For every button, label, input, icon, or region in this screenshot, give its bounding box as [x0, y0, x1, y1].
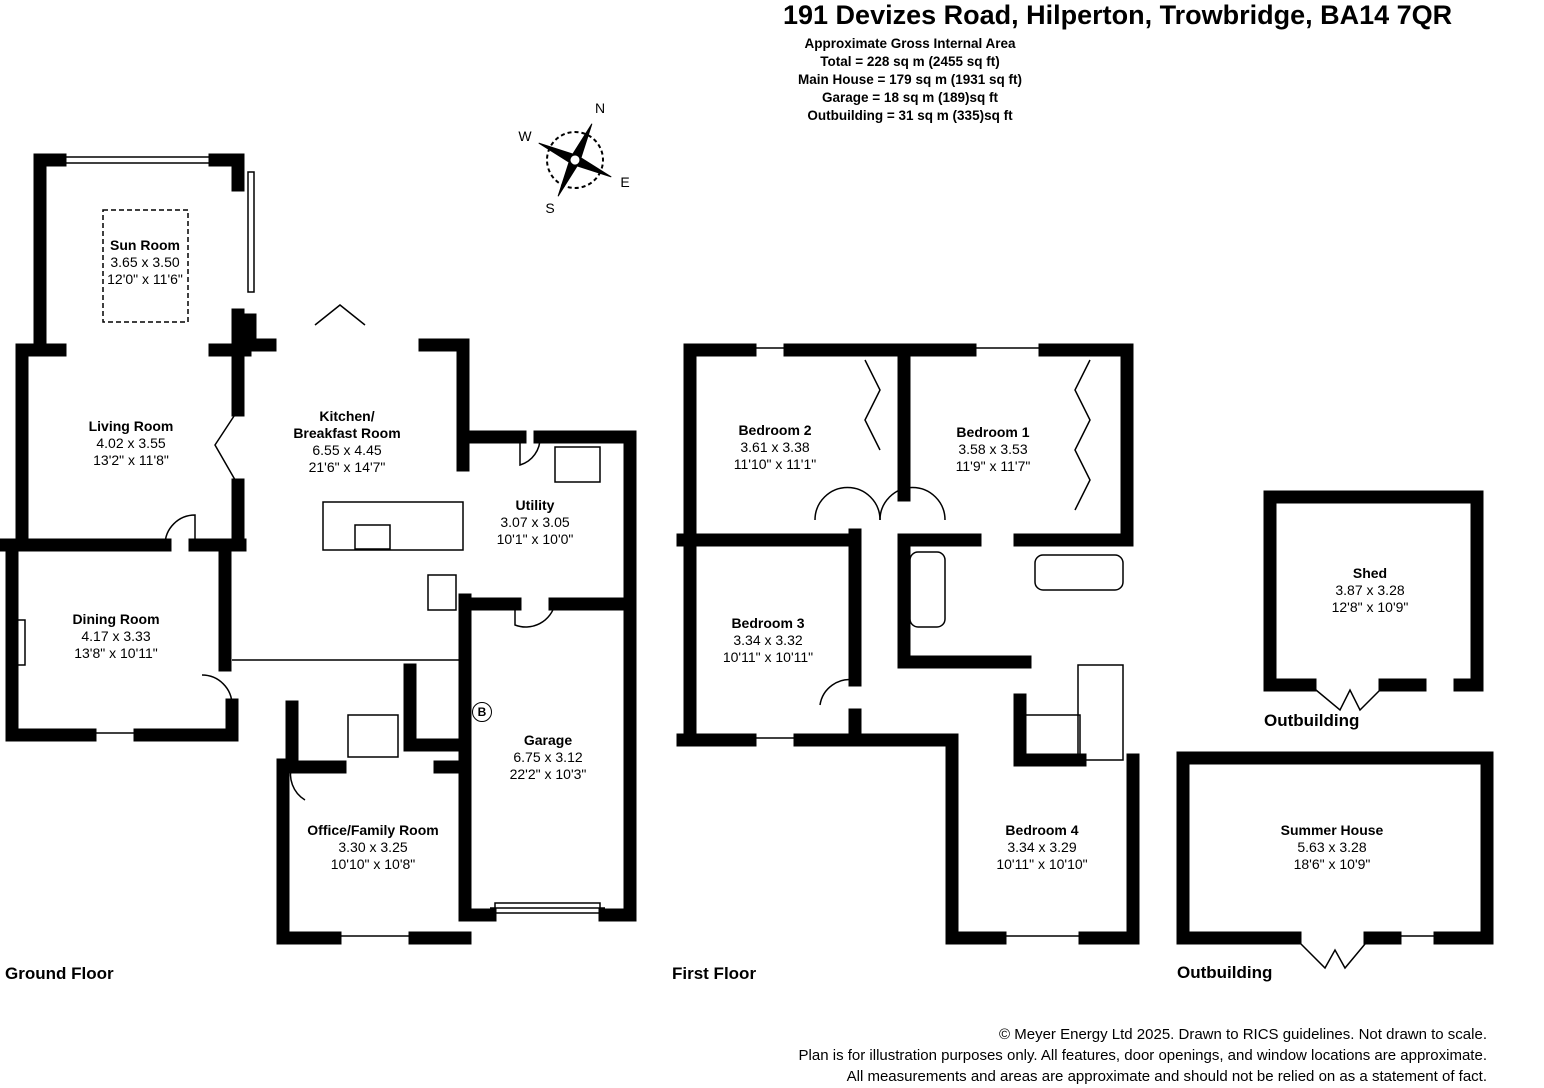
- copyright-line: © Meyer Energy Ltd 2025. Drawn to RICS g…: [999, 1026, 1487, 1043]
- room-name: Utility: [515, 497, 555, 513]
- area-heading: Approximate Gross Internal Area: [804, 36, 1016, 51]
- room-metric: 6.55 x 4.45: [312, 442, 382, 458]
- compass-w-label: W: [518, 128, 532, 144]
- room-imperial: 11'10" x 11'1": [733, 456, 817, 472]
- room-name: Living Room: [88, 418, 174, 434]
- room-name: Dining Room: [72, 611, 160, 627]
- first-floor-walls: [676, 343, 1140, 945]
- room-metric: 3.61 x 3.38: [740, 439, 810, 455]
- room-metric: 3.58 x 3.53: [958, 441, 1028, 457]
- room-metric: 3.07 x 3.05: [500, 514, 570, 530]
- room-name: Bedroom 4: [1005, 822, 1079, 838]
- room-name: Bedroom 3: [731, 615, 805, 631]
- room-name: Bedroom 2: [738, 422, 812, 438]
- room-name: Sun Room: [110, 237, 180, 253]
- ground-floor-label: Ground Floor: [5, 964, 114, 983]
- outbuilding-walls: [1176, 490, 1494, 945]
- disclaimer: © Meyer Energy Ltd 2025. Drawn to RICS g…: [799, 1024, 1487, 1087]
- room-metric: 3.30 x 3.25: [338, 839, 408, 855]
- disclaimer-line: Plan is for illustration purposes only. …: [798, 1047, 1487, 1064]
- boiler-marker: B: [472, 702, 492, 722]
- room-name: Summer House: [1280, 822, 1384, 838]
- room-imperial: 21'6" x 14'7": [308, 459, 386, 475]
- room-name: Breakfast Room: [293, 425, 401, 441]
- room-metric: 5.63 x 3.28: [1297, 839, 1367, 855]
- first-floor-thin-lines: [750, 347, 1124, 937]
- room-metric: 4.02 x 3.55: [96, 435, 166, 451]
- property-address: 191 Devizes Road, Hilperton, Trowbridge,…: [783, 0, 1453, 30]
- room-metric: 3.87 x 3.28: [1335, 582, 1405, 598]
- room-imperial: 13'2" x 11'8": [93, 452, 169, 468]
- outbuilding-summer-house-label: Outbuilding: [1177, 963, 1273, 982]
- disclaimer-line: All measurements and areas are approxima…: [846, 1068, 1487, 1085]
- first-floor-label: First Floor: [672, 964, 757, 983]
- area-total: Total = 228 sq m (2455 sq ft): [820, 54, 1000, 69]
- compass-s-label: S: [545, 200, 555, 216]
- area-summary: Approximate Gross Internal Area Total = …: [798, 35, 1022, 125]
- room-imperial: 22'2" x 10'3": [509, 766, 587, 782]
- room-name: Garage: [523, 732, 573, 748]
- room-imperial: 12'8" x 10'9": [1331, 599, 1409, 615]
- room-imperial: 10'11" x 10'11": [722, 649, 814, 665]
- room-imperial: 13'8" x 10'11": [74, 645, 158, 661]
- room-imperial: 10'1" x 10'0": [496, 531, 574, 547]
- ground-floor-thin-lines: [9, 156, 605, 937]
- outbuilding-shed-label: Outbuilding: [1264, 711, 1360, 730]
- area-outbuilding: Outbuilding = 31 sq m (335)sq ft: [807, 108, 1013, 123]
- room-name: Shed: [1352, 565, 1388, 581]
- area-garage: Garage = 18 sq m (189)sq ft: [822, 90, 998, 105]
- room-metric: 3.65 x 3.50: [110, 254, 180, 270]
- room-imperial: 11'9" x 11'7": [955, 458, 1031, 474]
- room-metric: 3.34 x 3.32: [733, 632, 803, 648]
- compass-n-label: N: [594, 100, 606, 116]
- room-imperial: 10'11" x 10'10": [996, 856, 1088, 872]
- room-metric: 4.17 x 3.33: [81, 628, 151, 644]
- room-metric: 6.75 x 3.12: [513, 749, 583, 765]
- room-metric: 3.34 x 3.29: [1007, 839, 1077, 855]
- room-name: Office/Family Room: [307, 822, 439, 838]
- compass-rose: [538, 123, 612, 197]
- room-imperial: 12'0" x 11'6": [107, 271, 183, 287]
- room-name: Kitchen/: [319, 408, 375, 424]
- room-imperial: 18'6" x 10'9": [1293, 856, 1371, 872]
- room-imperial: 10'10" x 10'8": [330, 856, 416, 872]
- ground-floor-walls: [0, 153, 637, 945]
- area-main-house: Main House = 179 sq m (1931 sq ft): [798, 72, 1022, 87]
- outbuilding-doors: [1240, 684, 1440, 970]
- compass-e-label: E: [620, 174, 630, 190]
- room-name: Bedroom 1: [956, 424, 1030, 440]
